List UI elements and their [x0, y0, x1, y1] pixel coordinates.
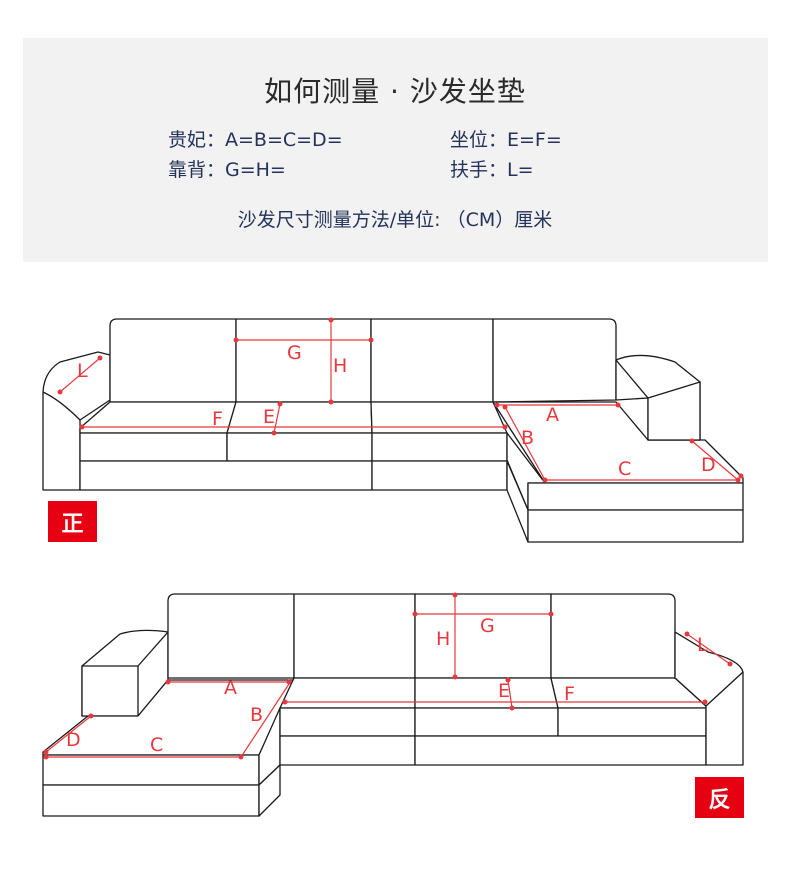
back-cushion-3 [370, 318, 494, 403]
seat-cushion-3 [370, 401, 508, 434]
seat-spec: 坐位：E=F= [450, 129, 562, 151]
right-arm [674, 631, 744, 766]
armrest-spec: 扶手：L= [450, 159, 534, 181]
back-cushion-2 [293, 593, 416, 679]
label-a: A [224, 677, 237, 699]
label-b: B [250, 704, 263, 726]
seat-cushion-2 [414, 677, 559, 709]
reverse-view-badge: 反 [695, 777, 744, 818]
label-l: L [697, 634, 708, 656]
label-h: H [333, 355, 347, 377]
label-g: G [287, 342, 302, 364]
label-h: H [436, 628, 450, 650]
seat-cushion-2 [226, 401, 373, 434]
back-cushion-4 [550, 593, 676, 679]
label-c: C [150, 734, 163, 756]
front-view-badge: 正 [48, 501, 97, 542]
page-title: 如何测量 · 沙发坐垫 [264, 75, 526, 108]
label-g: G [480, 615, 495, 637]
label-f: F [212, 408, 223, 430]
label-b: B [521, 427, 534, 449]
sofa-reverse-drawing: L G H E F A B C D [42, 592, 744, 817]
label-e: E [498, 680, 510, 702]
sofa-diagram-reverse: L G H E F A B C D [0, 580, 790, 830]
back-cushion-2 [235, 318, 372, 403]
guifei-spec: 贵妃：A=B=C=D= [168, 129, 343, 151]
label-d: D [701, 454, 716, 476]
label-e: E [263, 406, 275, 428]
label-f: F [564, 683, 575, 705]
info-panel [23, 38, 768, 262]
back-cushion-1 [167, 593, 295, 679]
back-spec: 靠背：G=H= [168, 159, 286, 181]
seat-cushion-1 [279, 677, 416, 709]
label-a: A [546, 404, 559, 426]
label-c: C [618, 458, 631, 480]
back-cushion-4 [492, 318, 617, 403]
label-d: D [66, 729, 81, 751]
measurement-method: 沙发尺寸测量方法/单位: （CM）厘米 [237, 209, 553, 231]
back-cushion-1 [109, 318, 237, 403]
label-l: L [77, 360, 88, 382]
sofa-front-drawing: L G H F E A B C D [42, 317, 744, 543]
sofa-diagram-front: L G H F E A B C D [0, 300, 790, 560]
